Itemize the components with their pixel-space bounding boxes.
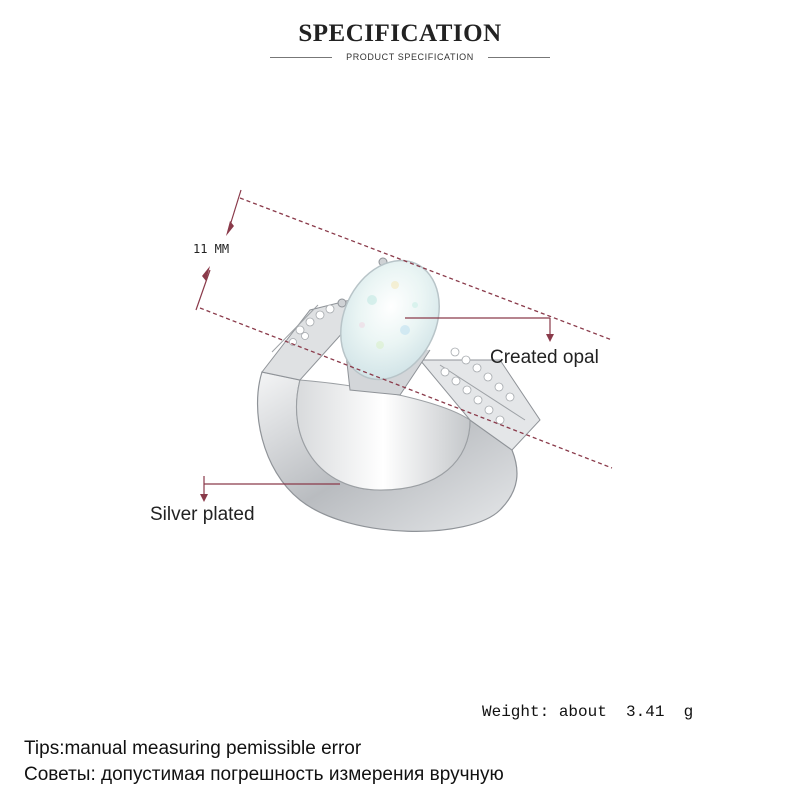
tips-russian: Советы: допустимая погрешность измерения… xyxy=(24,764,504,785)
silver-pointer xyxy=(200,476,340,502)
opal-stone xyxy=(340,259,440,381)
weight-spec: Weight: about 3.41 g xyxy=(482,703,694,721)
opal-flecks xyxy=(359,281,418,349)
subtitle-rule-left xyxy=(270,57,332,58)
page-subtitle: PRODUCT SPECIFICATION xyxy=(346,52,474,62)
stone-label: Created opal xyxy=(490,347,599,368)
band-label: Silver plated xyxy=(150,504,255,525)
subtitle-row: PRODUCT SPECIFICATION xyxy=(270,50,550,64)
subtitle-rule-right xyxy=(488,57,550,58)
dimension-lines xyxy=(195,189,613,469)
tips-english: Tips:manual measuring pemissible error xyxy=(24,738,362,759)
pave-stones xyxy=(289,304,515,425)
page-title: SPECIFICATION xyxy=(298,20,502,47)
dimension-label: 11 MM xyxy=(193,242,230,256)
opal-pointer xyxy=(405,317,554,342)
